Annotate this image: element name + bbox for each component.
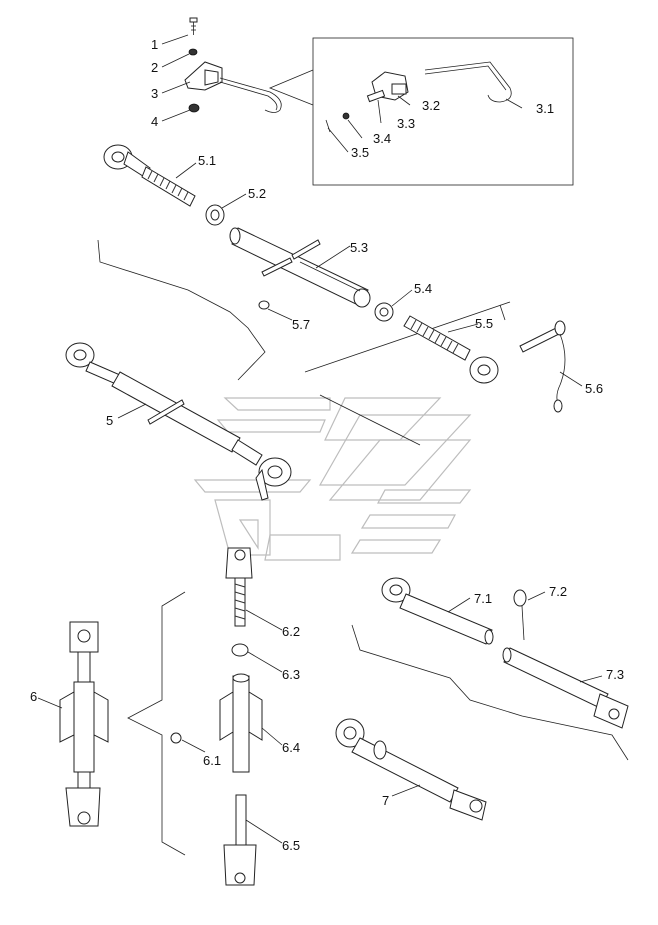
label-5-2: 5.2 (248, 186, 266, 201)
watermark-logo (193, 397, 472, 561)
part-7-1-eye-tube (381, 577, 494, 645)
group7-bracket (351, 624, 629, 761)
part-6-3-nut (231, 643, 249, 657)
part-5-7-grease-nipple (258, 300, 270, 310)
label-6-5: 6.5 (282, 838, 300, 853)
label-5-6: 5.6 (585, 381, 603, 396)
part-5-assembled-top-link (65, 342, 292, 501)
label-7-2: 7.2 (549, 584, 567, 599)
part-5-5-eye-bolt (403, 315, 499, 384)
part-5-3-tube (229, 227, 371, 308)
part-3-1-spring-rod (424, 61, 512, 103)
callout-labels: 1 2 3 4 3.1 3.2 3.3 3.4 3.5 5.1 5.2 5.3 … (30, 37, 624, 853)
label-5-3: 5.3 (350, 240, 368, 255)
label-3: 3 (151, 86, 158, 101)
part-bracket-3 (184, 61, 282, 113)
part-6-4-tube (219, 673, 263, 773)
label-5-5: 5.5 (475, 316, 493, 331)
part-nut-4 (188, 103, 200, 113)
part-6-5-clevis (223, 794, 257, 886)
label-5-7: 5.7 (292, 317, 310, 332)
part-washer-2 (188, 48, 198, 56)
label-7-1: 7.1 (474, 591, 492, 606)
label-6-3: 6.3 (282, 667, 300, 682)
label-3-5: 3.5 (351, 145, 369, 160)
label-1: 1 (151, 37, 158, 52)
part-6-1-grease-nipple (170, 732, 182, 744)
part-5-4-nut (374, 302, 394, 322)
part-5-6-pin-chain (519, 320, 566, 413)
label-3-1: 3.1 (536, 101, 554, 116)
label-6-1: 6.1 (203, 753, 221, 768)
leader-lines (37, 34, 603, 844)
part-7-assembled-telescopic-link (335, 718, 487, 821)
part-3-3-pin (366, 89, 386, 103)
label-6-4: 6.4 (282, 740, 300, 755)
part-bolt-1 (189, 17, 198, 35)
detail-inset-box (268, 37, 574, 186)
label-4: 4 (151, 114, 158, 129)
part-7-3-clevis-tube (502, 647, 629, 729)
part-5-1-eye-bolt (103, 144, 196, 207)
label-7-3: 7.3 (606, 667, 624, 682)
part-6-assembled-lift-rod (59, 621, 109, 827)
part-3-4-washer (342, 112, 350, 120)
part-7-2-clip (513, 589, 527, 641)
group5-bracket (97, 239, 511, 446)
label-5-1: 5.1 (198, 153, 216, 168)
label-7: 7 (382, 793, 389, 808)
group6-bracket (127, 591, 186, 856)
label-2: 2 (151, 60, 158, 75)
label-5-4: 5.4 (414, 281, 432, 296)
part-5-2-nut (205, 204, 225, 226)
label-3-2: 3.2 (422, 98, 440, 113)
label-6: 6 (30, 689, 37, 704)
label-3-4: 3.4 (373, 131, 391, 146)
part-6-2-clevis-screw (225, 547, 253, 627)
label-6-2: 6.2 (282, 624, 300, 639)
label-3-3: 3.3 (397, 116, 415, 131)
label-5: 5 (106, 413, 113, 428)
